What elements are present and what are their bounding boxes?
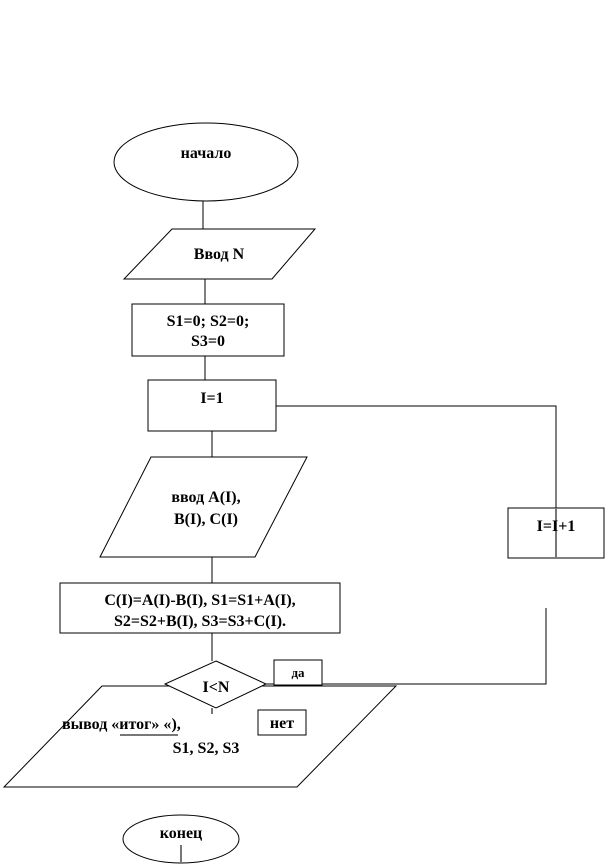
start-label: начало <box>181 145 232 162</box>
edge-loop-top <box>276 405 557 508</box>
end-label: конец <box>160 825 203 842</box>
init-sums-box <box>131 303 285 357</box>
input-abc-parallelogram <box>99 456 308 558</box>
condition-label: I<N <box>203 679 230 696</box>
input-abc-line1: ввод A(I), <box>171 489 240 506</box>
init-sums-line2: S3=0 <box>191 333 225 350</box>
init-sums-line1: S1=0; S2=0; <box>167 313 250 330</box>
input-abc-line2: B(I), C(I) <box>174 511 238 528</box>
start-terminator <box>113 122 299 202</box>
init-i-box <box>147 379 277 432</box>
output-line1: вывод «итог» «), <box>62 716 181 733</box>
output-line2: S1, S2, S3 <box>173 740 240 757</box>
increment-label: I=I+1 <box>537 518 576 535</box>
no-label: нет <box>270 715 294 732</box>
output-line1-text: вывод «итог» « <box>62 716 171 733</box>
compute-line1: C(I)=A(I)-B(I), S1=S1+A(I), <box>104 592 295 609</box>
compute-line2: S2=S2+B(I), S3=S3+C(I). <box>114 613 286 630</box>
input-n-label: Ввод N <box>194 246 245 263</box>
input-n-parallelogram <box>122 228 317 280</box>
output-line1-end: ), <box>171 716 180 733</box>
no-label-box <box>257 709 307 736</box>
output-parallelogram <box>2 685 398 788</box>
edge-yes-loop <box>266 608 547 685</box>
init-i-label: I=1 <box>200 390 223 407</box>
compute-box <box>59 582 341 634</box>
condition-diamond <box>163 660 268 709</box>
yes-label: да <box>291 665 305 680</box>
yes-label-box <box>273 659 323 686</box>
